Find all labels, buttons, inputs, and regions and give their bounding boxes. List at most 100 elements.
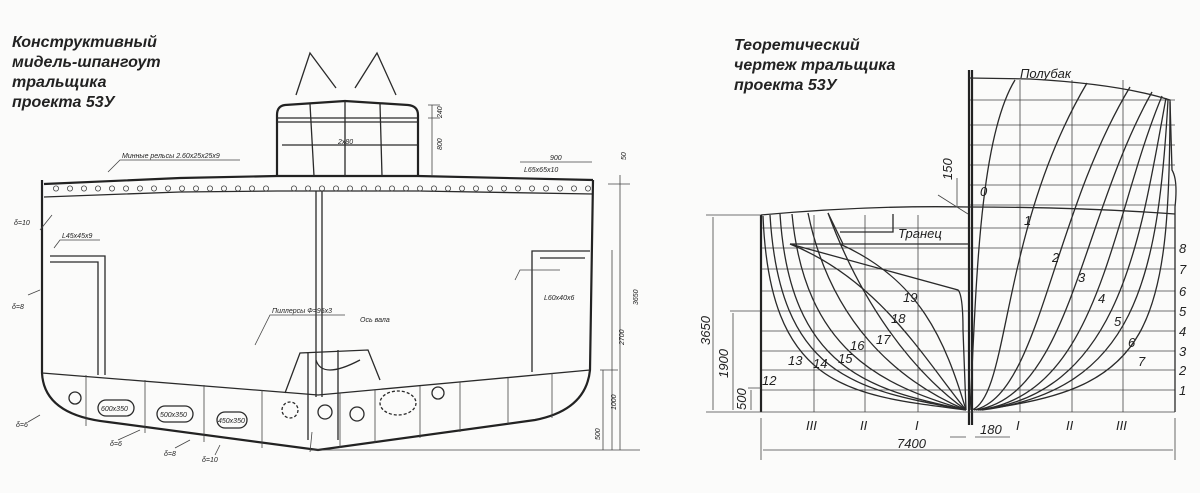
dimension-lines — [706, 178, 1176, 460]
lightening-hole — [360, 185, 367, 192]
deck-at-side — [760, 206, 1176, 216]
lightening-hole — [290, 185, 297, 192]
lightening-hole — [500, 185, 507, 192]
mine-rails-label: Минные рельсы 2.60x25x25x9 — [122, 153, 220, 160]
hole-450 — [216, 411, 248, 429]
main-deck — [43, 174, 594, 186]
lightening-hole — [95, 185, 102, 192]
floors — [85, 373, 553, 448]
station-curve — [807, 212, 967, 411]
lightening-hole — [585, 185, 592, 192]
lightening-hole — [529, 185, 536, 192]
lightening-hole — [557, 185, 564, 192]
buttock-label: I — [1016, 418, 1020, 433]
left-title-line: тральщика — [12, 74, 107, 91]
engine-foundation — [284, 349, 381, 440]
left-title-line: проекта 53У — [12, 94, 115, 111]
station-curve — [973, 86, 1131, 411]
dimension-label: 900 — [550, 155, 562, 162]
hole — [379, 390, 417, 416]
hole-500 — [156, 405, 194, 423]
lightening-hole — [332, 185, 339, 192]
keel-dimension: 180 — [980, 422, 1002, 437]
right-title: Теоретический чертеж тральщика проекта 5… — [734, 36, 895, 96]
station-label: 1 — [1024, 213, 1031, 228]
right-title-line: Теоретический — [734, 37, 860, 54]
lightening-hole — [178, 185, 185, 192]
hole-label: 500x350 — [160, 412, 187, 419]
station-label: 2 — [1051, 250, 1060, 265]
station-curve — [779, 213, 967, 411]
station-label: 14 — [813, 356, 827, 371]
station-label: 16 — [850, 338, 865, 353]
left-title-line: мидель-шпангоут — [12, 54, 161, 71]
lightening-hole — [136, 185, 143, 192]
plate-label: δ=6 — [110, 441, 122, 448]
lightening-hole — [430, 185, 437, 192]
lightening-hole — [402, 185, 409, 192]
plate-label: δ=8 — [12, 304, 24, 311]
lightening-hole — [262, 185, 269, 192]
angle-label: L45x45x9 — [62, 233, 92, 240]
angle-label: L65x65x10 — [524, 167, 558, 174]
plate-label: δ=6 — [16, 422, 28, 429]
deckhouse-frames — [277, 101, 418, 177]
dimension-label: 240 — [437, 106, 444, 119]
lightening-hole — [515, 185, 522, 192]
buttock-label: III — [1116, 418, 1127, 433]
lightening-hole — [458, 185, 465, 192]
beam-dimension: 7400 — [897, 436, 927, 451]
inner-bottom — [41, 369, 591, 396]
lightening-hole — [206, 185, 213, 192]
bow-station-labels: 0 1 2 3 4 5 6 7 — [980, 184, 1146, 369]
waterline-label: 1 — [1179, 383, 1186, 398]
station-curve — [975, 91, 1153, 411]
lightening-hole — [220, 185, 227, 192]
lightening-hole — [109, 185, 116, 192]
dimension-label: 1000 — [611, 394, 618, 410]
station-label: 12 — [762, 373, 777, 388]
forecastle-label: Полубак — [1020, 66, 1072, 81]
hole — [68, 391, 82, 405]
station-curve — [977, 95, 1163, 411]
lightening-hole — [374, 185, 381, 192]
buttock-label: II — [860, 418, 868, 433]
waterline-labels: 1 2 3 4 5 6 7 8 — [1178, 241, 1187, 398]
station-curve — [971, 82, 1088, 411]
angle-label: L60x40x6 — [544, 295, 574, 302]
hole-600 — [97, 399, 135, 417]
hole — [431, 386, 445, 400]
waterline-label: 4 — [1179, 324, 1186, 339]
station-lines — [762, 79, 1171, 411]
lightening-hole — [416, 185, 423, 192]
lightening-hole — [53, 185, 60, 192]
draft-dimension: 1900 — [716, 348, 731, 378]
plate-label: δ=10 — [202, 457, 218, 464]
right-title-line: проекта 53У — [734, 77, 837, 94]
station-curve — [789, 243, 967, 411]
waterline-label: 2 — [1178, 363, 1187, 378]
station-label: 3 — [1078, 270, 1086, 285]
station-label: 7 — [1138, 354, 1146, 369]
station-label: 15 — [838, 351, 853, 366]
station-curve — [979, 97, 1167, 411]
dimension-label: 3650 — [633, 289, 640, 305]
station-label: 18 — [891, 311, 906, 326]
station-label: 4 — [1098, 291, 1105, 306]
station-label: 0 — [980, 184, 988, 199]
antenna-brackets — [295, 51, 397, 96]
lightening-hole — [318, 185, 325, 192]
lightening-hole — [81, 185, 88, 192]
pillar — [315, 191, 323, 397]
buttock-label: I — [915, 418, 919, 433]
left-web-frame — [50, 255, 106, 375]
dimension-lines — [310, 104, 640, 451]
dimension-label: 800 — [437, 138, 444, 150]
lightening-hole — [123, 185, 130, 192]
transom-outline — [790, 212, 969, 245]
station-curve — [791, 213, 967, 411]
station-label: 5 — [1114, 314, 1122, 329]
station-label: 6 — [1128, 335, 1136, 350]
waterline-label: 6 — [1179, 284, 1187, 299]
